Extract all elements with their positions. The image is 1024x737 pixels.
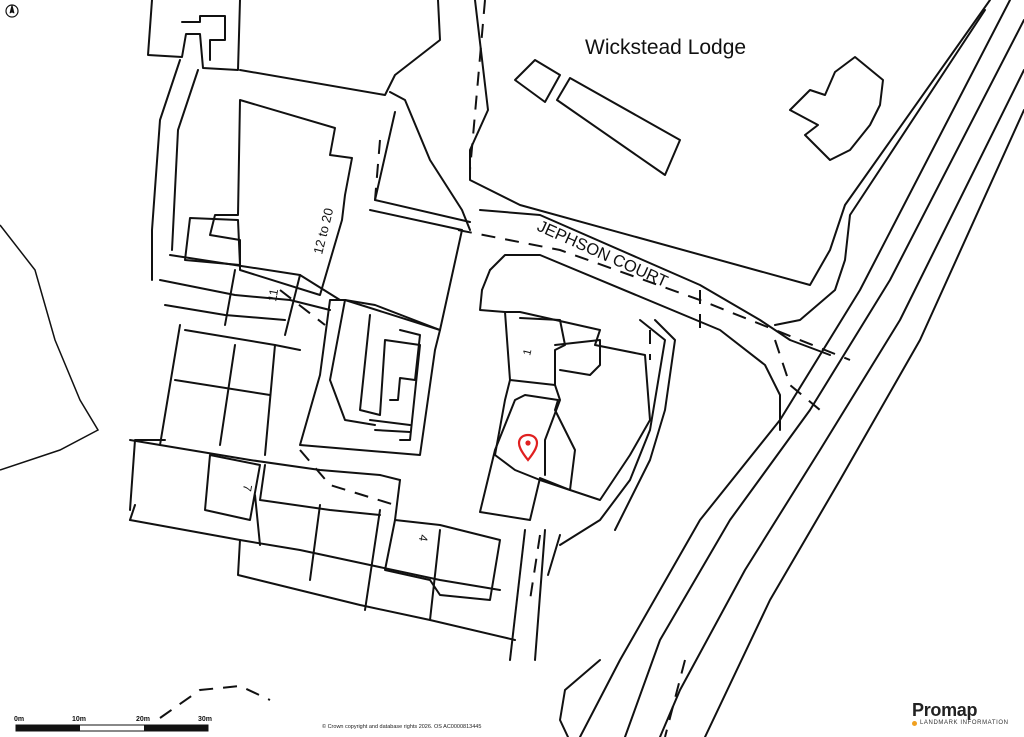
- target-property: [494, 311, 651, 501]
- copyright-notice: © Crown copyright and database rights 20…: [322, 724, 482, 730]
- location-pin-icon[interactable]: [517, 433, 539, 462]
- house-4: [384, 519, 501, 601]
- lodge-east-building: [789, 56, 884, 161]
- brand-dot-icon: [912, 720, 917, 726]
- marked-house: [479, 394, 576, 521]
- central-block: [299, 299, 441, 456]
- house-7: [204, 454, 261, 521]
- promap-logo: Promap LANDMARK INFORMATION: [912, 700, 1009, 726]
- label-house-12-20: 12 to 20: [310, 206, 336, 255]
- label-lodge: Wickstead Lodge: [585, 36, 746, 59]
- scale-bar: [15, 724, 209, 732]
- scale-tick-20: 20m: [136, 716, 151, 723]
- label-house-7: 7: [240, 483, 255, 492]
- lodge-main-building: [556, 77, 681, 176]
- lodge-outbuilding: [514, 59, 561, 103]
- brand-name: Promap: [912, 700, 978, 720]
- building-top-left: [147, 0, 241, 71]
- lane-left: [151, 59, 181, 281]
- label-house-11: 11: [265, 288, 281, 303]
- brand-tagline: LANDMARK INFORMATION: [920, 720, 1009, 726]
- scale-tick-0: 0m: [14, 716, 25, 723]
- scale-tick-30: 30m: [198, 716, 213, 723]
- main-road-east: [579, 0, 1011, 737]
- scale-tick-10: 10m: [72, 716, 87, 723]
- building-1: [519, 317, 566, 386]
- label-house-1: 1: [521, 348, 534, 357]
- north-arrow-icon: [5, 4, 19, 18]
- label-house-4: 4: [416, 533, 431, 542]
- block-12-to-20: [209, 99, 353, 296]
